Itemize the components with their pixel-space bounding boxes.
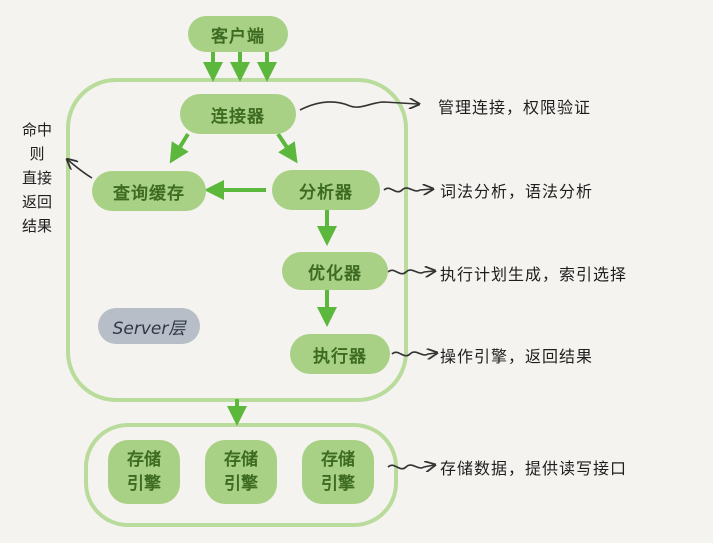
optimizer-annotation: 执行计划生成，索引选择 [440,265,628,284]
cache-hit-note: 命中 则 直接 返回 结果 [20,118,54,238]
optimizer-node: 优化器 [282,252,388,290]
analyzer-annotation: 词法分析，语法分析 [440,182,594,201]
connector-to-cache-arrow [169,132,190,164]
storage-engine-3-line1: 存储 [321,450,355,470]
cache-hit-arrow [68,160,93,179]
connector-note-arrow [299,102,418,111]
cache-hit-note-line-5: 结果 [21,217,52,235]
connector-to-analyzer-arrow [276,132,298,164]
cache-hit-note-line-1: 命中 [21,121,52,139]
storage-engine-1: 存储 引擎 [108,440,180,504]
client-node: 客户端 [188,16,288,52]
storage-engine-3: 存储 引擎 [302,440,374,504]
storage-engine-1-line1: 存储 [127,450,161,470]
executor-note-arrow [391,352,436,356]
storage-annotation: 存储数据，提供读写接口 [440,459,628,478]
analyzer-note-arrow [383,188,432,192]
connector-node: 连接器 [180,94,296,134]
storage-engine-2-line1: 存储 [224,450,258,470]
storage-engine-2: 存储 引擎 [205,440,277,504]
storage-note-arrow [387,465,434,469]
connector-annotation: 管理连接，权限验证 [438,98,592,117]
server-layer-label: Server层 [98,308,200,344]
query-cache-node: 查询缓存 [92,171,206,211]
storage-engine-3-line2: 引擎 [321,474,355,494]
cache-hit-note-line-3: 直接 [21,169,52,187]
optimizer-note-arrow [387,270,434,274]
executor-annotation: 操作引擎，返回结果 [440,347,594,366]
storage-engine-2-line2: 引擎 [224,474,258,494]
analyzer-node: 分析器 [272,170,380,210]
executor-node: 执行器 [290,334,390,374]
cache-hit-note-line-4: 返回 [21,193,52,211]
cache-hit-note-line-2: 则 [29,145,45,163]
storage-engine-1-line2: 引擎 [127,474,161,494]
